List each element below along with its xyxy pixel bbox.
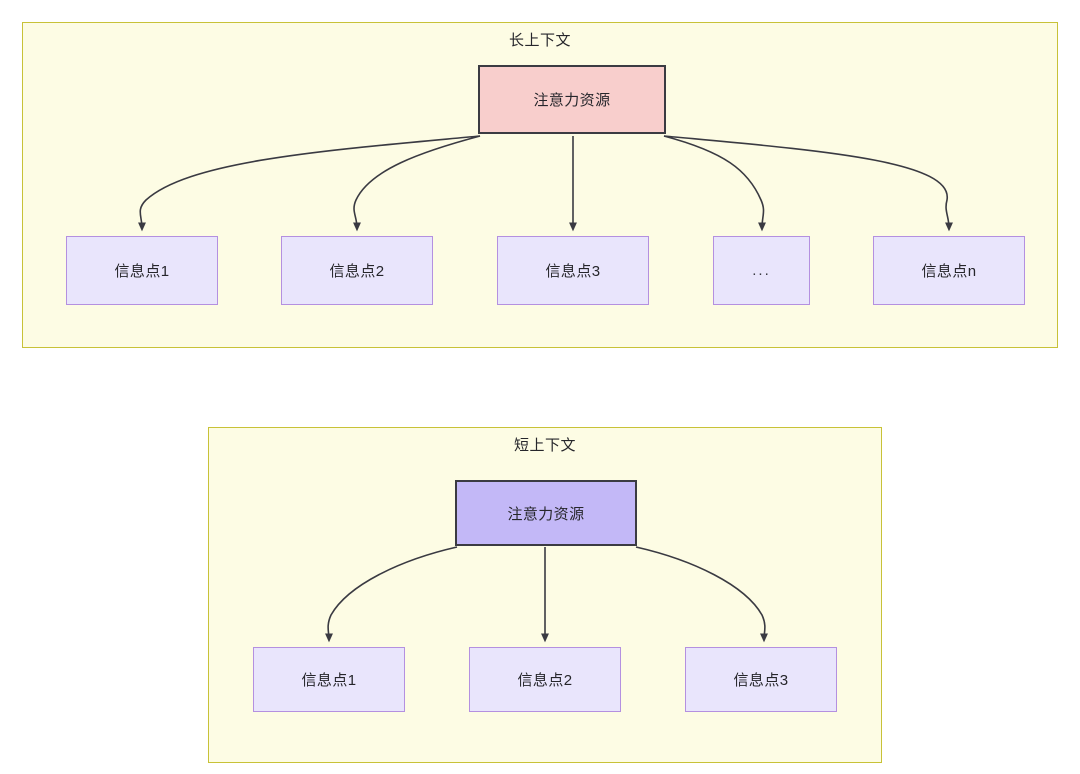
node-info-point-n-long[interactable]: 信息点n xyxy=(873,236,1025,305)
node-info-point-ellipsis-long[interactable]: ... xyxy=(713,236,810,305)
node-info-point-1-short[interactable]: 信息点1 xyxy=(253,647,405,712)
node-info-point-1-long[interactable]: 信息点1 xyxy=(66,236,218,305)
node-info-point-1-long-label: 信息点1 xyxy=(114,263,170,280)
node-attention-resource-short-label: 注意力资源 xyxy=(507,505,585,523)
node-attention-resource-short[interactable]: 注意力资源 xyxy=(455,480,637,546)
node-info-point-2-short[interactable]: 信息点2 xyxy=(469,647,621,712)
node-info-point-3-long-label: 信息点3 xyxy=(545,263,601,280)
node-info-point-2-long[interactable]: 信息点2 xyxy=(281,236,433,305)
node-info-point-2-long-label: 信息点2 xyxy=(329,263,385,280)
node-info-point-ellipsis-long-label: ... xyxy=(752,262,771,279)
node-info-point-2-short-label: 信息点2 xyxy=(517,672,573,689)
panel-short-context: 短上下文 xyxy=(208,427,882,763)
node-attention-resource-long-label: 注意力资源 xyxy=(533,92,611,109)
panel-long-context-title: 长上下文 xyxy=(508,32,571,49)
node-info-point-n-long-label: 信息点n xyxy=(921,263,977,280)
node-info-point-1-short-label: 信息点1 xyxy=(301,672,357,689)
node-info-point-3-long[interactable]: 信息点3 xyxy=(497,236,649,305)
panel-short-context-title: 短上下文 xyxy=(513,437,576,454)
node-attention-resource-long[interactable]: 注意力资源 xyxy=(478,65,666,134)
node-info-point-3-short[interactable]: 信息点3 xyxy=(685,647,837,712)
node-info-point-3-short-label: 信息点3 xyxy=(733,672,789,689)
